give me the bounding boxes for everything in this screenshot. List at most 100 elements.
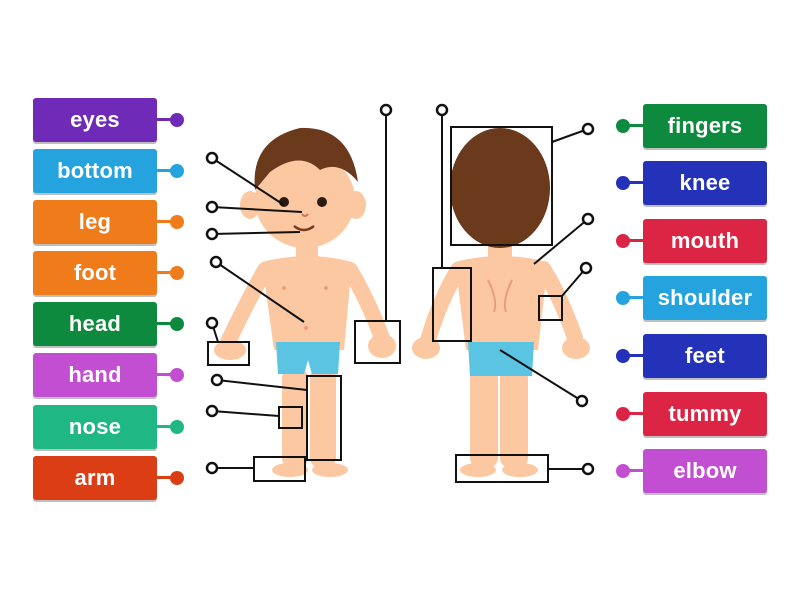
label-connector	[625, 469, 643, 472]
front-nipple-left	[282, 286, 286, 290]
front-nose	[301, 213, 309, 217]
pointer-line-nose	[211, 206, 303, 213]
label-text: mouth	[670, 228, 740, 253]
label-text: leg	[78, 209, 112, 234]
pointer-line-knee	[211, 410, 280, 417]
label-text: bottom	[57, 158, 133, 183]
label-tile-eyes[interactable]: eyes	[33, 98, 184, 142]
back-torso	[455, 256, 548, 350]
front-torso	[262, 256, 352, 350]
target-dot-7[interactable]	[205, 404, 219, 418]
target-box-knee	[278, 406, 303, 429]
label-text: eyes	[70, 107, 120, 132]
target-dot-10[interactable]	[435, 103, 449, 117]
target-dot-3[interactable]	[205, 227, 219, 241]
label-tile-leg[interactable]: leg	[33, 200, 184, 244]
back-shorts	[468, 342, 534, 376]
label-connector	[157, 425, 175, 428]
label-connector	[157, 322, 175, 325]
label-tile-feet[interactable]: feet	[616, 334, 767, 378]
label-tile-arm[interactable]: arm	[33, 456, 184, 500]
front-hair	[254, 127, 358, 190]
label-dot	[616, 176, 630, 190]
label-text: foot	[73, 260, 117, 285]
target-dot-12[interactable]	[581, 212, 595, 226]
label-text: fingers	[667, 113, 743, 138]
front-left-arm	[220, 262, 273, 350]
back-left-hand	[412, 337, 440, 359]
target-dot-2[interactable]	[205, 200, 219, 214]
label-tile-bottom[interactable]: bottom	[33, 149, 184, 193]
target-dot-1[interactable]	[205, 151, 219, 165]
label-dot	[170, 164, 184, 178]
label-connector	[157, 476, 175, 479]
label-text: head	[68, 311, 122, 336]
pointer-line-eyes	[211, 157, 285, 206]
label-dot	[170, 471, 184, 485]
label-tile-nose[interactable]: nose	[33, 405, 184, 449]
back-right-leg	[500, 368, 528, 468]
label-connector	[157, 169, 175, 172]
front-left-foot	[272, 463, 308, 477]
label-text: tummy	[668, 401, 742, 426]
label-connector	[625, 296, 643, 299]
target-boxes	[207, 126, 563, 483]
front-left-ear	[240, 191, 260, 219]
label-tile-knee[interactable]: knee	[616, 161, 767, 205]
target-box-elbow	[538, 295, 563, 321]
back-head-hair	[450, 128, 550, 248]
target-dot-6[interactable]	[210, 373, 224, 387]
back-left-leg	[470, 368, 498, 468]
front-right-arm	[342, 262, 390, 346]
label-tile-mouth[interactable]: mouth	[616, 219, 767, 263]
front-nipple-right	[324, 286, 328, 290]
pointer-line-bottom	[499, 349, 583, 402]
label-dot	[616, 234, 630, 248]
label-tile-hand[interactable]: hand	[33, 353, 184, 397]
label-dot	[170, 266, 184, 280]
label-text: nose	[68, 414, 122, 439]
label-dot	[616, 407, 630, 421]
label-tile-head[interactable]: head	[33, 302, 184, 346]
target-dot-13[interactable]	[579, 261, 593, 275]
target-box-hand	[207, 341, 250, 366]
label-tile-tummy[interactable]: tummy	[616, 392, 767, 436]
front-right-leg	[310, 368, 336, 468]
front-shorts	[276, 342, 340, 374]
target-dot-11[interactable]	[581, 122, 595, 136]
target-box-feet	[455, 454, 549, 483]
label-tile-shoulder[interactable]: shoulder	[616, 276, 767, 320]
label-connector	[625, 239, 643, 242]
front-right-hand	[368, 334, 396, 358]
label-dot	[616, 464, 630, 478]
target-dot-15[interactable]	[581, 462, 595, 476]
label-dot	[616, 349, 630, 363]
label-connector	[625, 354, 643, 357]
label-tile-fingers[interactable]: fingers	[616, 104, 767, 148]
front-left-leg	[282, 368, 308, 468]
target-dot-5[interactable]	[205, 316, 219, 330]
label-text: elbow	[673, 458, 737, 483]
target-dot-14[interactable]	[575, 394, 589, 408]
label-text: arm	[74, 465, 116, 490]
front-eye-right	[317, 197, 327, 207]
label-text: knee	[679, 170, 731, 195]
back-right-arm	[536, 262, 583, 346]
label-dot	[170, 368, 184, 382]
label-tile-foot[interactable]: foot	[33, 251, 184, 295]
label-tile-elbow[interactable]: elbow	[616, 449, 767, 493]
label-connector	[625, 124, 643, 127]
target-dot-4[interactable]	[209, 255, 223, 269]
target-dot-8[interactable]	[205, 461, 219, 475]
label-dot	[170, 420, 184, 434]
back-shoulder-blades	[487, 279, 513, 313]
label-connector	[157, 220, 175, 223]
label-text: hand	[68, 362, 122, 387]
target-dot-9[interactable]	[379, 103, 393, 117]
boy-front-figure	[214, 127, 396, 477]
pointer-line-tummy	[215, 261, 305, 323]
label-dot	[616, 291, 630, 305]
label-connector	[157, 373, 175, 376]
